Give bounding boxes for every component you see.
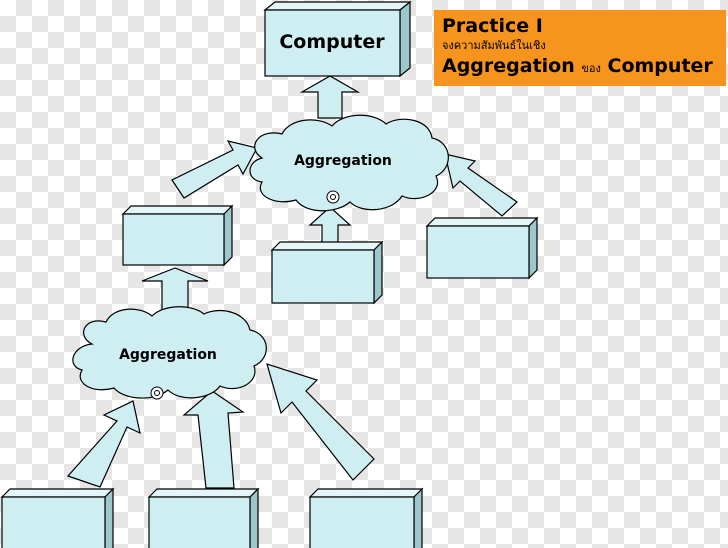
practice-subtitle: จงความสัมพันธ์ในเชิง [442,39,546,52]
computer-label: Computer [279,31,385,53]
bottom-box-1 [0,487,115,548]
arrow-cloud-to-computer [299,75,361,119]
practice-title: Practice I [442,15,543,37]
top-aggregation-cloud [249,114,449,212]
arrow-bottom-cloud-to-leftbox [141,267,209,311]
practice-instruction-box: Practice I จงความสัมพันธ์ในเชิง Aggregat… [434,10,726,86]
middle-part-box [270,240,384,305]
bottom-cloud-gear-icon [150,386,164,400]
arrow-box3-to-bottom-cloud [266,363,375,481]
top-cloud-label: Aggregation [294,153,392,169]
arrow-rightbox-to-top-cloud [444,153,518,217]
bottom-box-2 [147,487,260,548]
practice-word-of: ของ [581,62,601,75]
practice-word-computer: Computer [607,55,713,77]
arrow-box2-to-bottom-cloud [182,390,245,489]
computer-box [263,0,412,78]
top-cloud-gear-icon [326,190,340,204]
right-part-box [425,216,539,280]
practice-word-aggregation: Aggregation [442,55,575,77]
bottom-box-3 [308,487,424,548]
arrow-midbox-to-top-cloud [308,206,352,244]
bottom-cloud-label: Aggregation [119,347,217,363]
left-part-box [121,204,234,267]
arrow-box1-to-bottom-cloud [66,400,141,488]
arrow-leftbox-to-top-cloud [171,140,258,199]
practice-task-line: Aggregation ของ Computer [442,53,718,82]
bottom-aggregation-cloud [72,306,267,399]
